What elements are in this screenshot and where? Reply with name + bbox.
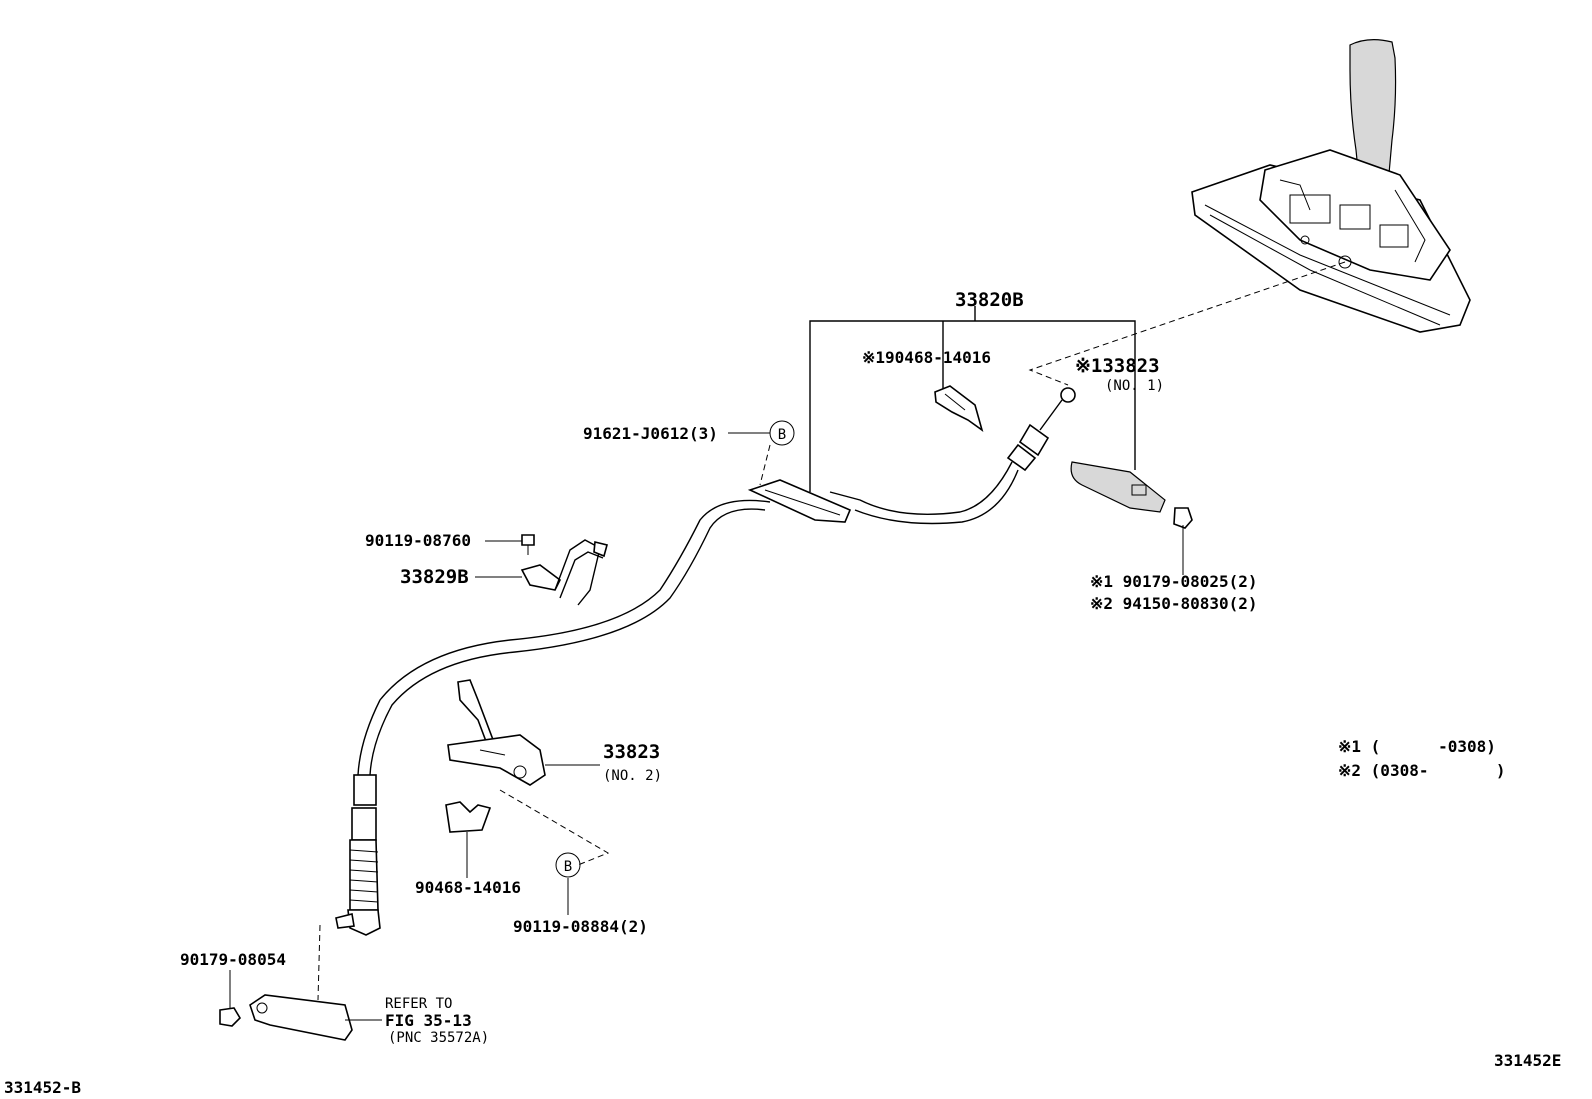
shift-cable [335,461,1019,936]
label-bracket-no2-sub: (NO. 2) [603,768,662,784]
label-bracket-no2: 33823 [603,741,660,763]
footer-right-code: 331452E [1494,1051,1561,1070]
label-nut-lower: 90179-08054 [180,950,286,969]
shift-lever-assembly [1191,39,1471,333]
label-nut-note-1: ※1 90179-08025(2) [1090,572,1258,591]
label-bracket-no1: ※133823 [1075,355,1160,377]
label-refer-3: (PNC 35572A) [388,1030,489,1046]
label-retainer: 91621-J0612(3) [583,424,718,443]
svg-text:B: B [778,427,786,443]
label-bolt-lower: 90119-08884(2) [513,917,648,936]
label-refer-1: REFER TO [385,996,452,1012]
label-bolt-upper: 90119-08760 [365,531,471,550]
label-nut-note-2: ※2 94150-80830(2) [1090,594,1258,613]
bracket-no2 [447,679,546,786]
clamp-33829b [520,534,608,606]
label-clamp: 33829B [400,566,469,588]
lower-lever [219,994,353,1041]
label-clip-note-1: ※190468-14016 [862,348,991,367]
ref-b-upper: B [769,420,795,446]
legend-note-2: ※2 (0308- ) [1338,761,1506,780]
assembly-bracket-lines [809,306,1136,492]
leader-lines [229,432,1184,1021]
cable-clip-upper [934,385,984,432]
svg-text:B: B [564,859,572,875]
label-bracket-no1-sub: (NO. 1) [1105,378,1164,394]
clip-lower [445,801,492,833]
label-33820b: 33820B [955,289,1024,311]
label-refer-2: FIG 35-13 [385,1011,472,1030]
label-clip-lower: 90468-14016 [415,878,521,897]
ref-b-lower: B [555,852,581,878]
legend-note-1: ※1 ( -0308) [1338,737,1496,756]
bracket-no1 [1070,461,1193,529]
cable-end [1006,387,1076,472]
footer-left-code: 331452-B [4,1078,81,1097]
